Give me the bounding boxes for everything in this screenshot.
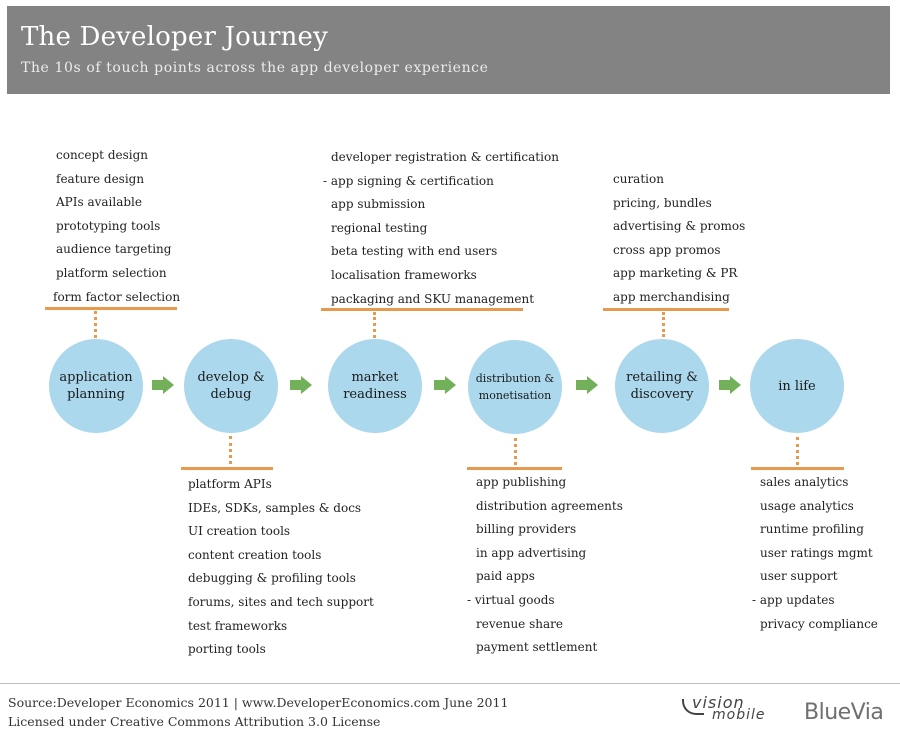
list-item: platform selection bbox=[56, 265, 167, 280]
list-item: form factor selection bbox=[53, 289, 181, 304]
list-item: pricing, bundles bbox=[613, 195, 712, 210]
list-market: developer registration & certification -… bbox=[323, 146, 559, 311]
list-retailing: curation pricing, bundles advertising & … bbox=[613, 168, 745, 310]
list-item: debugging & profiling tools bbox=[188, 571, 356, 586]
list-item: content creation tools bbox=[188, 547, 322, 562]
connector-dash-develop bbox=[229, 436, 232, 464]
connector-dash-distribution bbox=[514, 438, 517, 465]
list-item: cross app promos bbox=[613, 242, 721, 257]
connector-bar-retailing bbox=[603, 308, 729, 311]
list-item: app merchandising bbox=[613, 289, 730, 304]
list-item: usage analytics bbox=[760, 498, 854, 513]
list-item: paid apps bbox=[476, 569, 535, 584]
stage-label: market readiness bbox=[343, 370, 407, 402]
list-item: - app updates bbox=[752, 592, 835, 607]
list-develop: platform APIs IDEs, SDKs, samples & docs… bbox=[188, 473, 374, 662]
list-item: app submission bbox=[331, 197, 426, 212]
list-item: forums, sites and tech support bbox=[188, 594, 374, 609]
list-inlife: sales analytics usage analytics runtime … bbox=[752, 471, 878, 636]
stage-market-readiness: market readiness bbox=[328, 339, 422, 433]
list-item: concept design bbox=[56, 148, 149, 162]
list-item: UI creation tools bbox=[188, 524, 291, 539]
list-item: app publishing bbox=[476, 475, 567, 489]
list-item: user support bbox=[760, 569, 838, 584]
list-item: IDEs, SDKs, samples & docs bbox=[188, 500, 362, 515]
visionmobile-swoosh-icon bbox=[682, 699, 704, 715]
list-distribution: app publishing distribution agreements b… bbox=[467, 471, 623, 660]
connector-bar-inlife bbox=[751, 467, 844, 470]
list-item: curation bbox=[613, 172, 664, 186]
list-item: beta testing with end users bbox=[331, 244, 498, 259]
footer-divider bbox=[0, 683, 900, 684]
header-banner: The Developer Journey The 10s of touch p… bbox=[7, 6, 890, 94]
list-item: regional testing bbox=[331, 220, 428, 235]
stage-in-life: in life bbox=[750, 339, 844, 433]
list-planning: concept design feature design APIs avail… bbox=[53, 144, 181, 309]
list-item: porting tools bbox=[188, 642, 266, 657]
stage-application-planning: application planning bbox=[49, 339, 143, 433]
list-item: distribution agreements bbox=[476, 498, 623, 513]
list-item: - virtual goods bbox=[467, 592, 555, 607]
list-item: prototyping tools bbox=[56, 218, 161, 233]
list-item: payment settlement bbox=[476, 640, 598, 655]
connector-dash-inlife bbox=[796, 437, 799, 465]
stage-retailing-discovery: retailing & discovery bbox=[615, 339, 709, 433]
list-item: billing providers bbox=[476, 522, 577, 537]
list-item: sales analytics bbox=[760, 475, 849, 489]
stage-label: in life bbox=[778, 378, 816, 394]
connector-bar-develop bbox=[181, 467, 273, 470]
connector-bar-distribution bbox=[467, 467, 562, 470]
visionmobile-logo: vision mobile bbox=[682, 693, 774, 727]
footer-source: Source:Developer Economics 2011 | www.De… bbox=[8, 695, 509, 710]
list-item: developer registration & certification bbox=[331, 150, 559, 164]
stage-distribution-monetisation: distribution & monetisation bbox=[468, 340, 562, 434]
list-item: localisation frameworks bbox=[331, 267, 477, 282]
list-item: platform APIs bbox=[188, 477, 272, 491]
list-item: test frameworks bbox=[188, 618, 288, 633]
list-item: - app signing & certification bbox=[323, 173, 494, 188]
stage-develop-debug: develop & debug bbox=[184, 339, 278, 433]
list-item: revenue share bbox=[476, 616, 563, 631]
stage-label: application planning bbox=[59, 370, 133, 402]
connector-dash-planning bbox=[94, 311, 97, 338]
footer-license: Licensed under Creative Commons Attribut… bbox=[8, 714, 381, 729]
list-item: runtime profiling bbox=[760, 522, 864, 537]
list-item: packaging and SKU management bbox=[331, 291, 535, 306]
connector-bar-planning bbox=[45, 307, 177, 310]
page-subtitle: The 10s of touch points across the app d… bbox=[21, 60, 489, 76]
list-item: privacy compliance bbox=[760, 616, 878, 631]
connector-dash-market bbox=[373, 312, 376, 338]
list-item: APIs available bbox=[56, 195, 142, 210]
list-item: in app advertising bbox=[476, 545, 587, 560]
list-item: feature design bbox=[56, 171, 145, 186]
connector-bar-market bbox=[321, 308, 523, 311]
stage-label: retailing & discovery bbox=[626, 370, 698, 402]
page-title: The Developer Journey bbox=[21, 22, 329, 52]
bluevia-logo: BlueVia bbox=[804, 700, 884, 725]
list-item: audience targeting bbox=[56, 242, 172, 257]
connector-dash-retailing bbox=[662, 312, 665, 337]
stage-label: distribution & monetisation bbox=[475, 372, 555, 402]
list-item: user ratings mgmt bbox=[760, 545, 873, 560]
stage-label: develop & debug bbox=[197, 370, 265, 402]
list-item: app marketing & PR bbox=[613, 266, 738, 281]
list-item: advertising & promos bbox=[613, 219, 746, 234]
